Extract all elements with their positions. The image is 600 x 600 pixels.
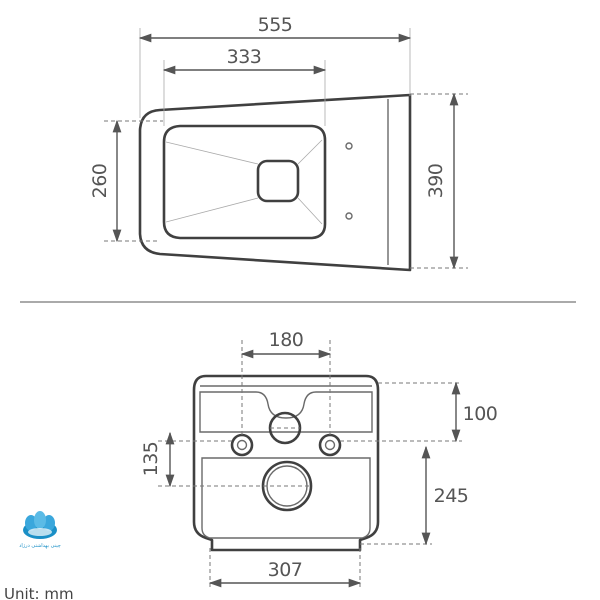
bolt-hole-icon [345,212,353,220]
dim-label-total-length: 555 [258,14,293,36]
dim-label-hole-height: 135 [140,442,162,477]
drain-outlet [256,159,300,203]
bolt-hole-icon [345,142,353,150]
mounting-recess [199,391,373,433]
top-view-outline [138,93,412,272]
dim-label-base-width: 307 [268,559,303,581]
fixing-hole-icon [318,433,342,457]
dim-label-holes-to-bottom: 245 [434,485,469,507]
rear-view: 180 100 135 245 307 [140,329,498,590]
bowl-slope-lines [165,139,323,225]
fixing-hole-inner [236,439,248,451]
bowl-rim [162,124,327,240]
dim-label-bowl-length: 333 [227,46,262,68]
dim-label-total-width: 390 [425,164,447,199]
dim-label-top-to-holes: 100 [463,403,498,425]
fixing-hole-icon [230,433,254,457]
fixing-hole-inner [324,439,336,451]
top-view: 555 333 260 390 [89,14,468,272]
dim-label-bolt-spacing: 180 [269,329,304,351]
brand-logo [23,511,57,539]
logo-caption: چینی بهداشتی درژاد [19,543,61,549]
unit-note: Unit: mm [4,588,74,600]
lower-plate [201,457,371,539]
dim-label-bowl-width: 260 [89,164,111,199]
